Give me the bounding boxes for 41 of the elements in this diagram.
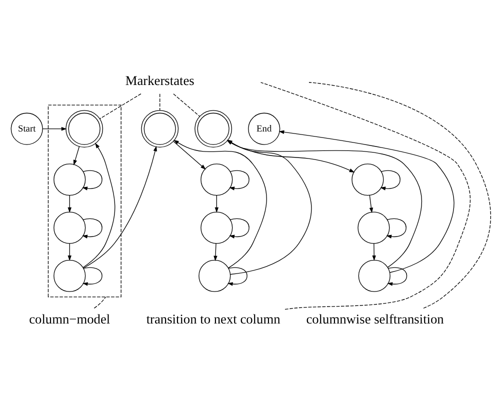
node-circle	[352, 164, 384, 196]
node-circle: Start	[10, 112, 43, 145]
arrow	[83, 146, 157, 269]
node-text: Markerstates	[125, 73, 194, 88]
arrow	[278, 130, 454, 273]
node-text: columnwise selftransition	[306, 312, 444, 327]
arrow	[227, 267, 248, 286]
node-text: transition to next column	[146, 312, 280, 327]
node-circle: End	[248, 112, 280, 145]
arrow	[173, 141, 206, 170]
arrow	[386, 218, 406, 238]
arrow	[82, 142, 116, 268]
node-circle	[54, 260, 86, 292]
arrow	[42, 126, 67, 131]
arrow	[229, 170, 250, 190]
node-text: column−model	[29, 312, 110, 327]
connector	[173, 94, 200, 117]
arrow	[369, 195, 374, 214]
cluster	[48, 104, 122, 298]
connector	[94, 296, 106, 308]
connector	[100, 93, 142, 120]
node-circle	[54, 164, 86, 196]
arrow	[82, 267, 102, 286]
node-circle	[200, 212, 233, 244]
node-circle	[54, 212, 86, 244]
arrow	[68, 195, 72, 213]
arrow	[82, 218, 102, 238]
arrow	[380, 170, 400, 190]
arrow	[387, 267, 408, 286]
arrow	[214, 243, 218, 262]
arrow	[73, 146, 80, 166]
arrow	[372, 243, 376, 261]
node-circle	[358, 260, 390, 292]
node-circle	[358, 212, 390, 244]
arrow	[68, 243, 72, 261]
node-circle	[198, 260, 231, 292]
arrow	[214, 195, 219, 213]
connector	[260, 82, 471, 310]
connector	[308, 82, 491, 309]
arrow	[229, 218, 250, 238]
arrow	[82, 170, 102, 190]
